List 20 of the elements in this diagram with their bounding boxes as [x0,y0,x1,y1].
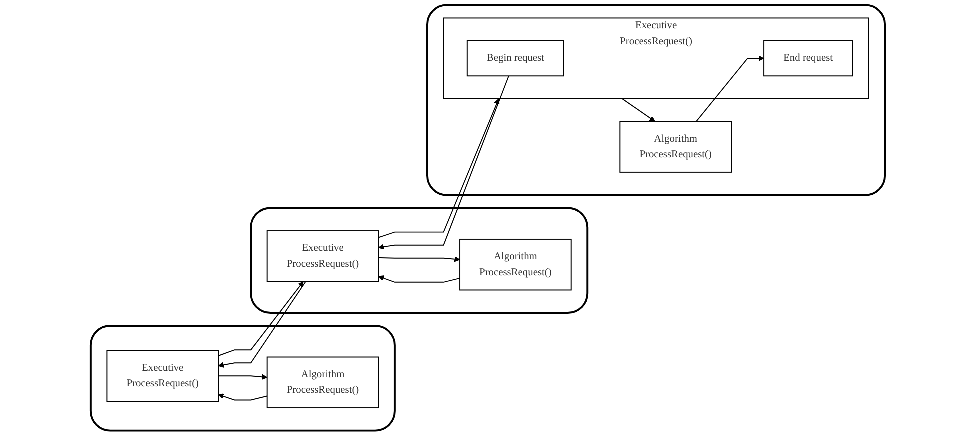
node-box: End request [764,40,854,77]
node-box: Executive ProcessRequest() [266,230,380,282]
node-box: Algorithm ProcessRequest() [620,121,732,173]
arrow [378,98,500,238]
arrow [378,256,460,262]
node-box: Executive ProcessRequest() [106,350,220,402]
node-box: Algorithm ProcessRequest() [266,356,380,408]
cluster [426,4,886,196]
node-box: Algorithm ProcessRequest() [460,238,572,291]
arrow [218,374,268,380]
arrow [378,276,461,283]
arrow [218,282,304,356]
arrow [218,394,268,401]
arrow [622,98,656,122]
arrow [218,281,306,368]
arrow [696,56,764,122]
cluster [250,207,589,314]
node-box: Begin request [466,40,564,77]
cluster [90,325,396,432]
arrow [378,76,510,250]
